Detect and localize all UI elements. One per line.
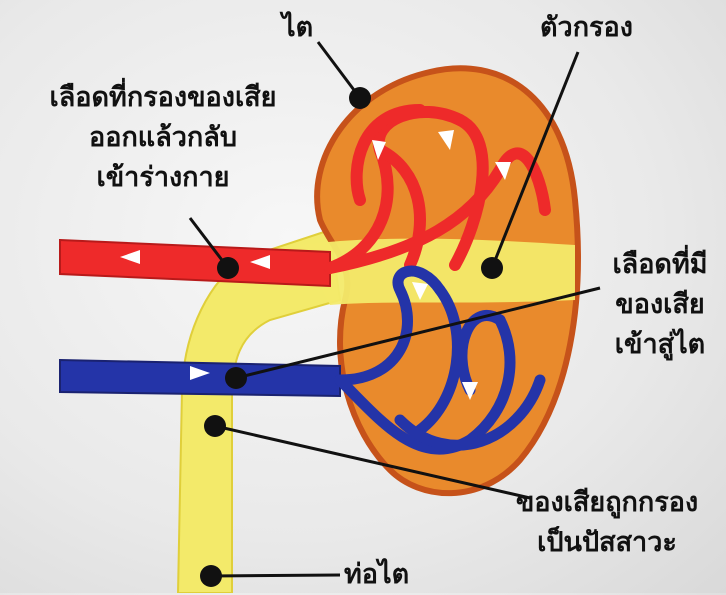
label-clean-blood: เลือดที่กรองของเสีย ออกแล้วกลับ เข้าร่าง… (18, 78, 308, 198)
label-kidney: ไต (282, 8, 313, 48)
label-nephron: ตัวกรอง (540, 8, 633, 48)
label-waste-filtered: ของเสียถูกกรอง เป็นปัสสาวะ (492, 483, 722, 563)
vein-tube (60, 360, 340, 396)
label-ureter: ท่อไต (344, 555, 409, 595)
label-dirty-blood: เลือดที่มี ของเสีย เข้าสู่ไต (600, 245, 720, 365)
